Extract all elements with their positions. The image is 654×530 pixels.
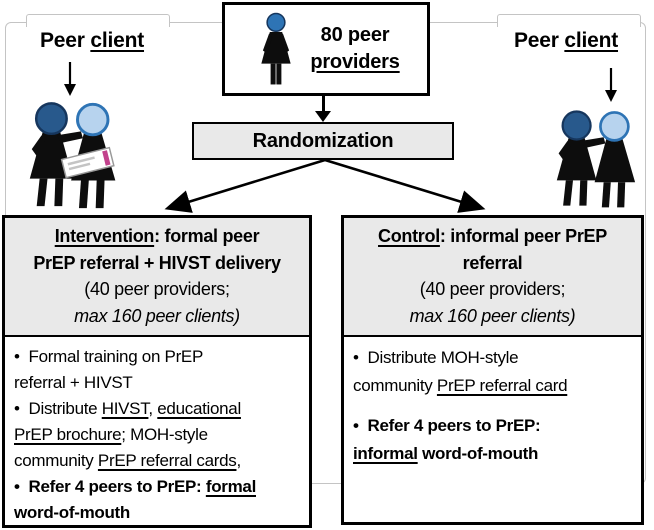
hivst-test-kit-graphic xyxy=(60,146,115,179)
female-person-icon xyxy=(261,12,291,85)
peer-client-right-label: Peer client xyxy=(513,29,619,52)
frame-tab-right xyxy=(497,14,641,27)
frame-tab-left xyxy=(26,14,170,27)
arrow-line xyxy=(322,93,325,112)
randomization-label: Randomization xyxy=(252,129,394,152)
arrow-head xyxy=(315,111,331,122)
down-arrow-icon xyxy=(64,62,76,96)
bullet-item: • Refer 4 peers to PrEP:informal word-of… xyxy=(353,416,541,463)
peer-client-pair-icon xyxy=(556,110,636,208)
down-arrow-icon xyxy=(605,68,617,102)
peer-client-pair-with-kit-icon xyxy=(29,102,116,209)
branch-arrows-icon xyxy=(164,158,486,213)
randomization-box: Randomization xyxy=(192,122,454,160)
peer-client-left-label: Peer client xyxy=(39,29,145,52)
